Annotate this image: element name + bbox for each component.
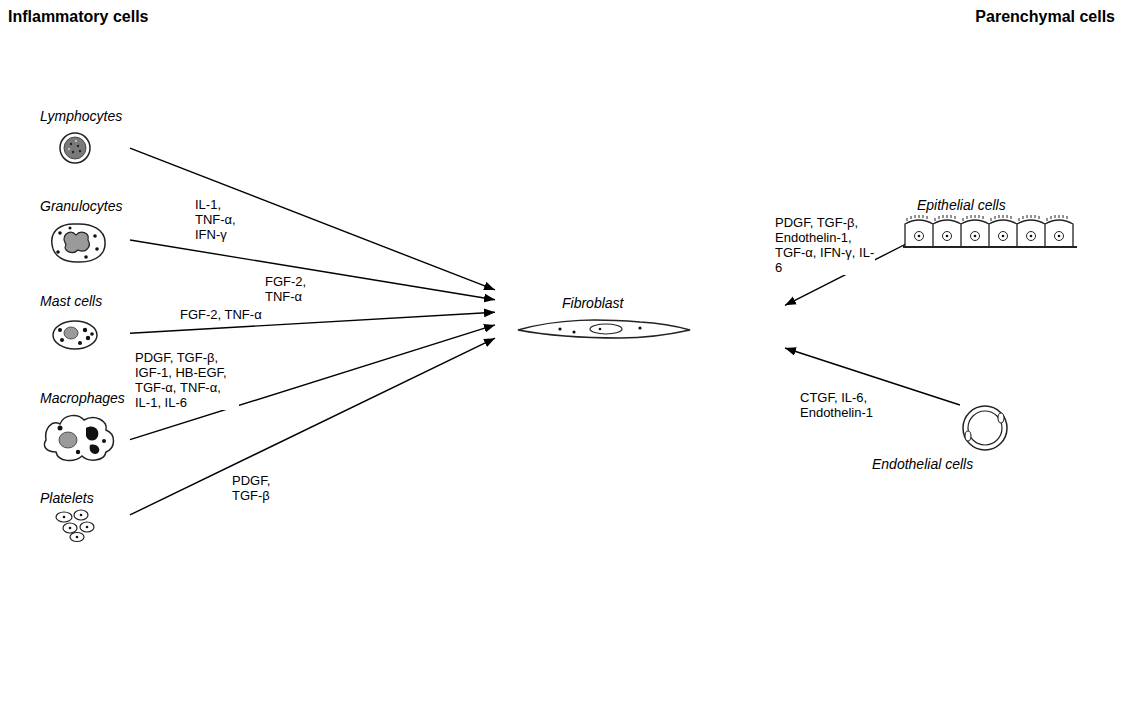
endothelial-drawing	[963, 406, 1007, 450]
lymphocyte-drawing	[60, 133, 90, 163]
platelets-drawing	[56, 510, 94, 542]
group-heading: Parenchymal cells	[975, 8, 1115, 26]
signal-arrow	[130, 338, 495, 515]
mediator-list: PDGF, TGF-β, IGF-1, HB-EGF, TGF-α, TNF-α…	[135, 350, 239, 410]
cell-label: Fibroblast	[562, 295, 623, 311]
mediator-list: PDGF, TGF-β, Endothelin-1, TGF-α, IFN-γ,…	[775, 215, 875, 275]
cell-node: Fibroblast	[495, 285, 785, 355]
fibroblast-drawing	[518, 320, 690, 338]
cell-label: Epithelial cells	[917, 197, 1006, 213]
group-heading: Inflammatory cells	[8, 8, 149, 26]
cell-label: Lymphocytes	[40, 108, 122, 124]
mediator-list: PDGF, TGF-β	[232, 473, 284, 503]
cell-label: Platelets	[40, 490, 94, 506]
cell-node: Epithelial cells	[905, 195, 1075, 250]
mediator-list: FGF-2, TNF-α	[180, 307, 300, 322]
cell-label: Mast cells	[40, 293, 102, 309]
macrophage-drawing	[44, 415, 113, 460]
cell-label: Macrophages	[40, 390, 125, 406]
cell-label: Granulocytes	[40, 198, 122, 214]
cell-node: Lymphocytes	[40, 108, 130, 168]
granulocyte-drawing	[52, 224, 105, 262]
cell-node: Macrophages	[40, 390, 130, 462]
cell-node: Mast cells	[40, 293, 130, 358]
cell-label: Endothelial cells	[872, 456, 973, 472]
mediator-list: IL-1, TNF-α, IFN-γ	[195, 197, 247, 242]
cell-node: Granulocytes	[40, 198, 130, 268]
mast-cell-drawing	[53, 321, 97, 349]
cell-node: Endothelial cells	[870, 405, 1015, 475]
mediator-list: CTGF, IL-6, Endothelin-1	[800, 390, 890, 420]
signal-arrow	[130, 325, 495, 440]
signal-arrow	[130, 148, 495, 290]
cell-node: Platelets	[40, 490, 130, 548]
mediator-list: FGF-2, TNF-α	[265, 274, 317, 304]
epithelium-drawing	[903, 215, 1077, 247]
